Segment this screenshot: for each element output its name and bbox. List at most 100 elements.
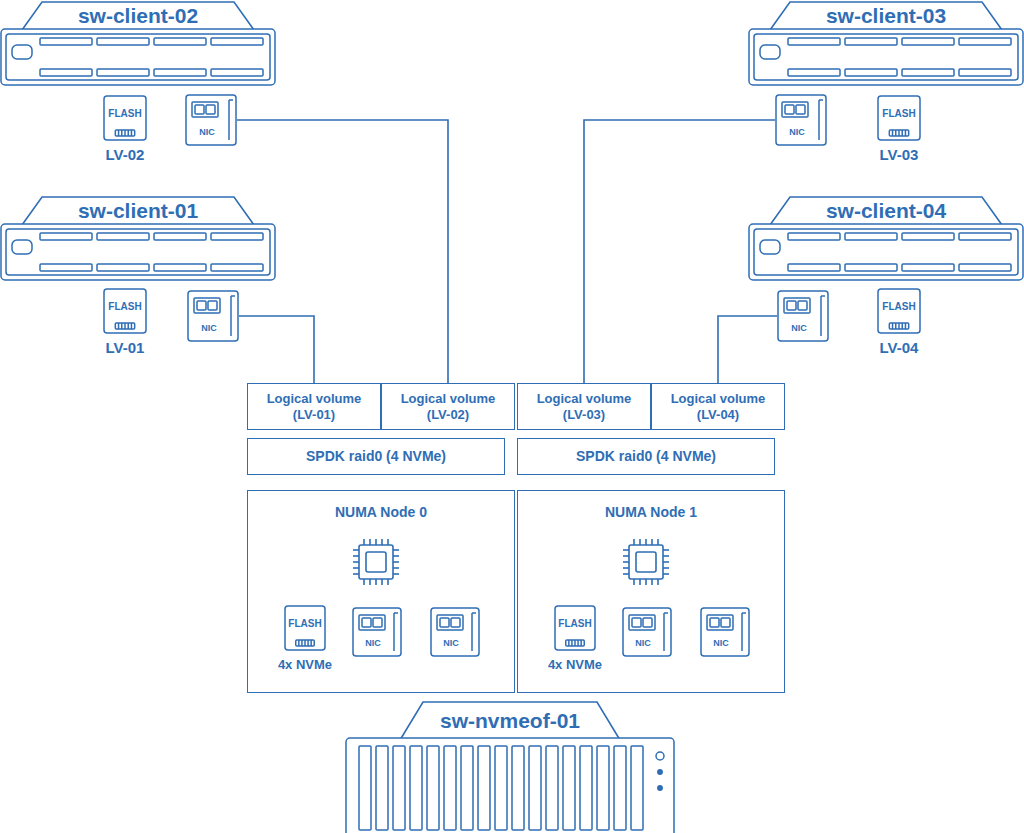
flash-connector [889,323,908,329]
chassis-body [346,738,674,833]
nic-port [643,618,652,627]
drive-bay [512,746,524,830]
box-label: Logical volume (LV-02) [382,391,514,423]
cpu-pin [369,579,371,585]
drive-bay [563,746,575,830]
drive-bay [788,233,840,240]
nic-port [206,105,215,114]
logical-volume-box: Logical volume (LV-01) [247,383,381,430]
drive-bay [788,38,840,45]
cpu-pin [663,567,669,569]
flash-pin [127,130,129,136]
flash-card [878,289,920,333]
nic-bracket [742,612,746,614]
nic-card-icon: NIC [187,290,239,342]
cpu-pin [657,539,659,545]
chassis-handle [760,45,780,59]
chassis-handle [12,240,32,254]
flash-card [878,96,920,140]
chassis-lid [22,197,254,225]
numa-node-box: NUMA Node 0FLASH4x NVMeNICNIC [247,490,515,693]
cpu-pin [393,573,399,575]
drive-bay [40,233,92,240]
flash-pin [304,640,306,646]
drive-bay [211,38,263,45]
status-led [658,770,662,774]
icon-label: FLASH [103,108,147,120]
nic-port-block [707,615,733,630]
cpu-pin [645,579,647,585]
drive-bay [788,69,840,76]
nic-card-icon: NIC [775,94,827,146]
flash-drive-icon: FLASHLV-02 [103,95,147,141]
nic-port [440,618,449,627]
flash-drive-icon: FLASHLV-01 [103,288,147,334]
flash-pin [892,323,894,329]
drive-bay [154,38,206,45]
drive-bay [546,746,558,830]
icon-label: NIC [622,638,664,649]
outline-shape [185,94,237,146]
flash-pin [124,130,126,136]
nic-port-block [782,102,808,117]
flash-pin [121,130,123,136]
flash-pin [131,130,133,136]
raid-box: SPDK raid0 (4 NVMe) [517,438,775,475]
icon-label: NIC [430,638,472,649]
flash-pin [121,323,123,329]
nic-port-block [784,298,810,313]
chassis-body [749,224,1023,280]
cpu-body [629,545,663,579]
icon-label: NIC [777,323,821,334]
network-link [584,120,775,383]
logical-volume-box: Logical volume (LV-03) [517,383,651,430]
drive-bay [461,746,473,830]
flash-connector [296,640,314,646]
flash-pin [574,640,576,646]
network-link [239,316,314,383]
drive-bay [97,69,149,76]
drive-bay [359,746,371,830]
cpu-pin [393,549,399,551]
cpu-die [366,552,386,572]
drive-label: LV-03 [847,146,951,163]
cpu-pin [375,539,377,545]
drive-bay [40,69,92,76]
box-label: NUMA Node 0 [248,504,514,521]
icon-label: NIC [187,323,231,334]
cpu-pin [363,579,365,585]
nic-port [785,105,794,114]
nic-bracket [663,613,665,651]
flash-pin [298,640,300,646]
chassis-body [1,29,275,85]
cpu-pin [387,539,389,545]
drive-bay [376,746,388,830]
flash-drive-icon: FLASHLV-04 [877,288,921,334]
flash-pin [127,323,129,329]
cpu-pin [623,567,629,569]
cpu-pin [633,539,635,545]
flash-pin [905,323,907,329]
outline-shape [777,290,829,342]
outline-shape [775,94,827,146]
icon-label: FLASH [284,618,326,630]
flash-pin [568,640,570,646]
nic-card-icon: NIC [777,290,829,342]
drive-bay [845,69,897,76]
nic-bracket [229,99,233,101]
chassis-lid [770,2,1002,30]
cpu-pin [623,573,629,575]
drive-bay [959,264,1011,271]
drive-label: LV-01 [73,339,177,356]
drive-bay [211,264,263,271]
box-label: SPDK raid0 (4 NVMe) [300,448,452,465]
cpu-pin [381,539,383,545]
drive-bay [40,38,92,45]
box-label: Logical volume (LV-04) [652,391,784,423]
drive-bay [959,69,1011,76]
drive-bay [959,233,1011,240]
cpu-pin [363,539,365,545]
flash-pin [901,323,903,329]
drive-bay [154,233,206,240]
